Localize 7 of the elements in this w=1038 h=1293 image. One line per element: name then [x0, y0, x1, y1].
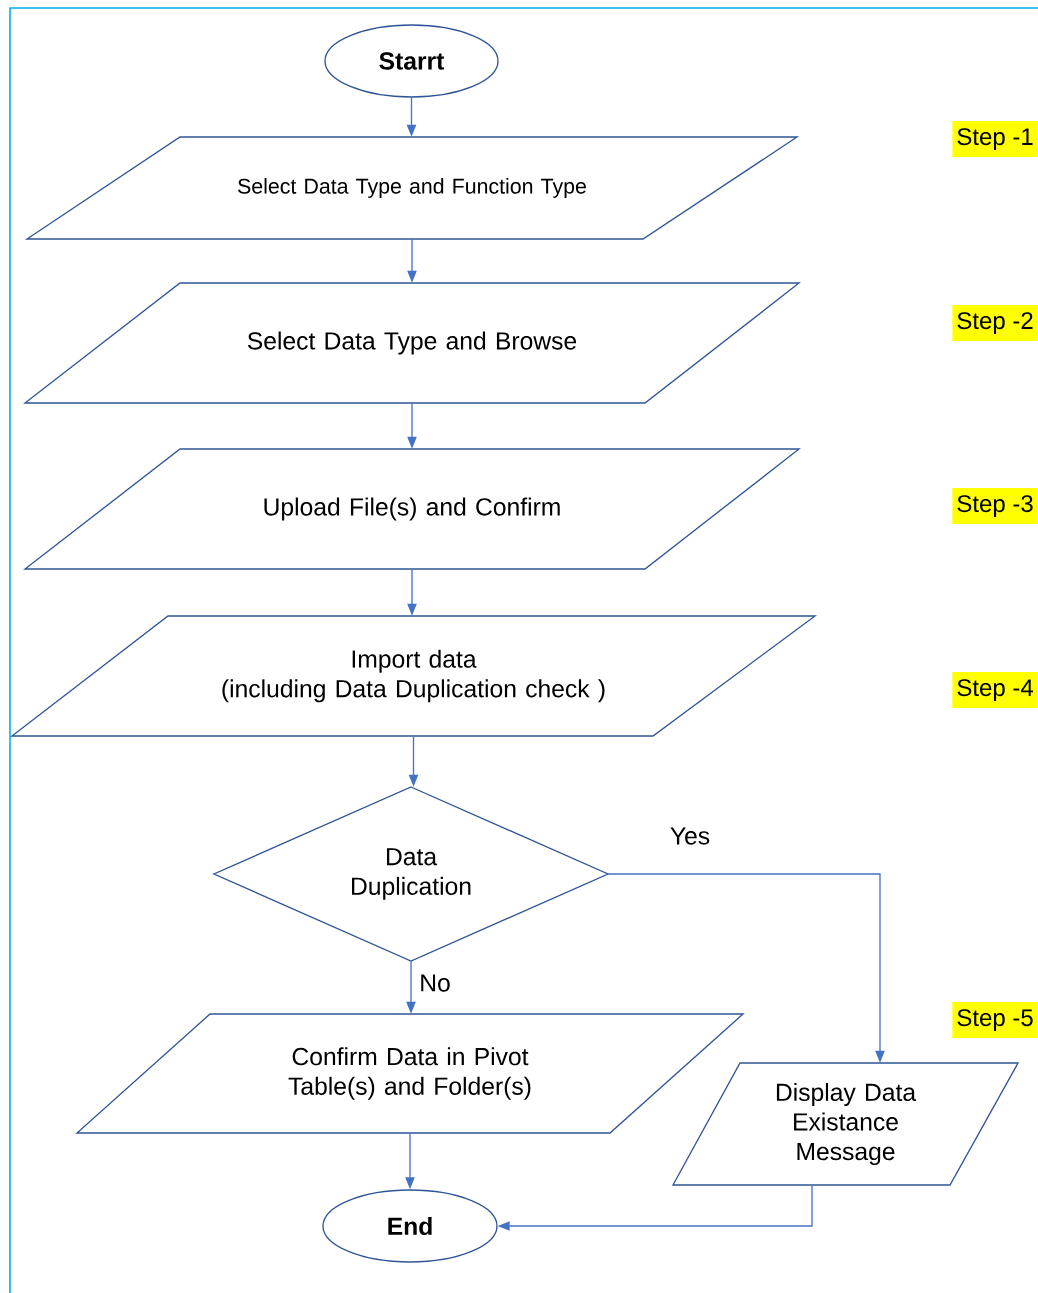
step-label: Step -2 — [952, 305, 1038, 341]
step-label: Step -5 — [952, 1002, 1038, 1038]
step-label: Step -4 — [952, 672, 1038, 708]
edge-label: Yes — [668, 826, 712, 846]
step-label: Step -3 — [952, 488, 1038, 524]
edge-label: No — [417, 973, 453, 993]
step-label: Step -1 — [952, 121, 1038, 157]
